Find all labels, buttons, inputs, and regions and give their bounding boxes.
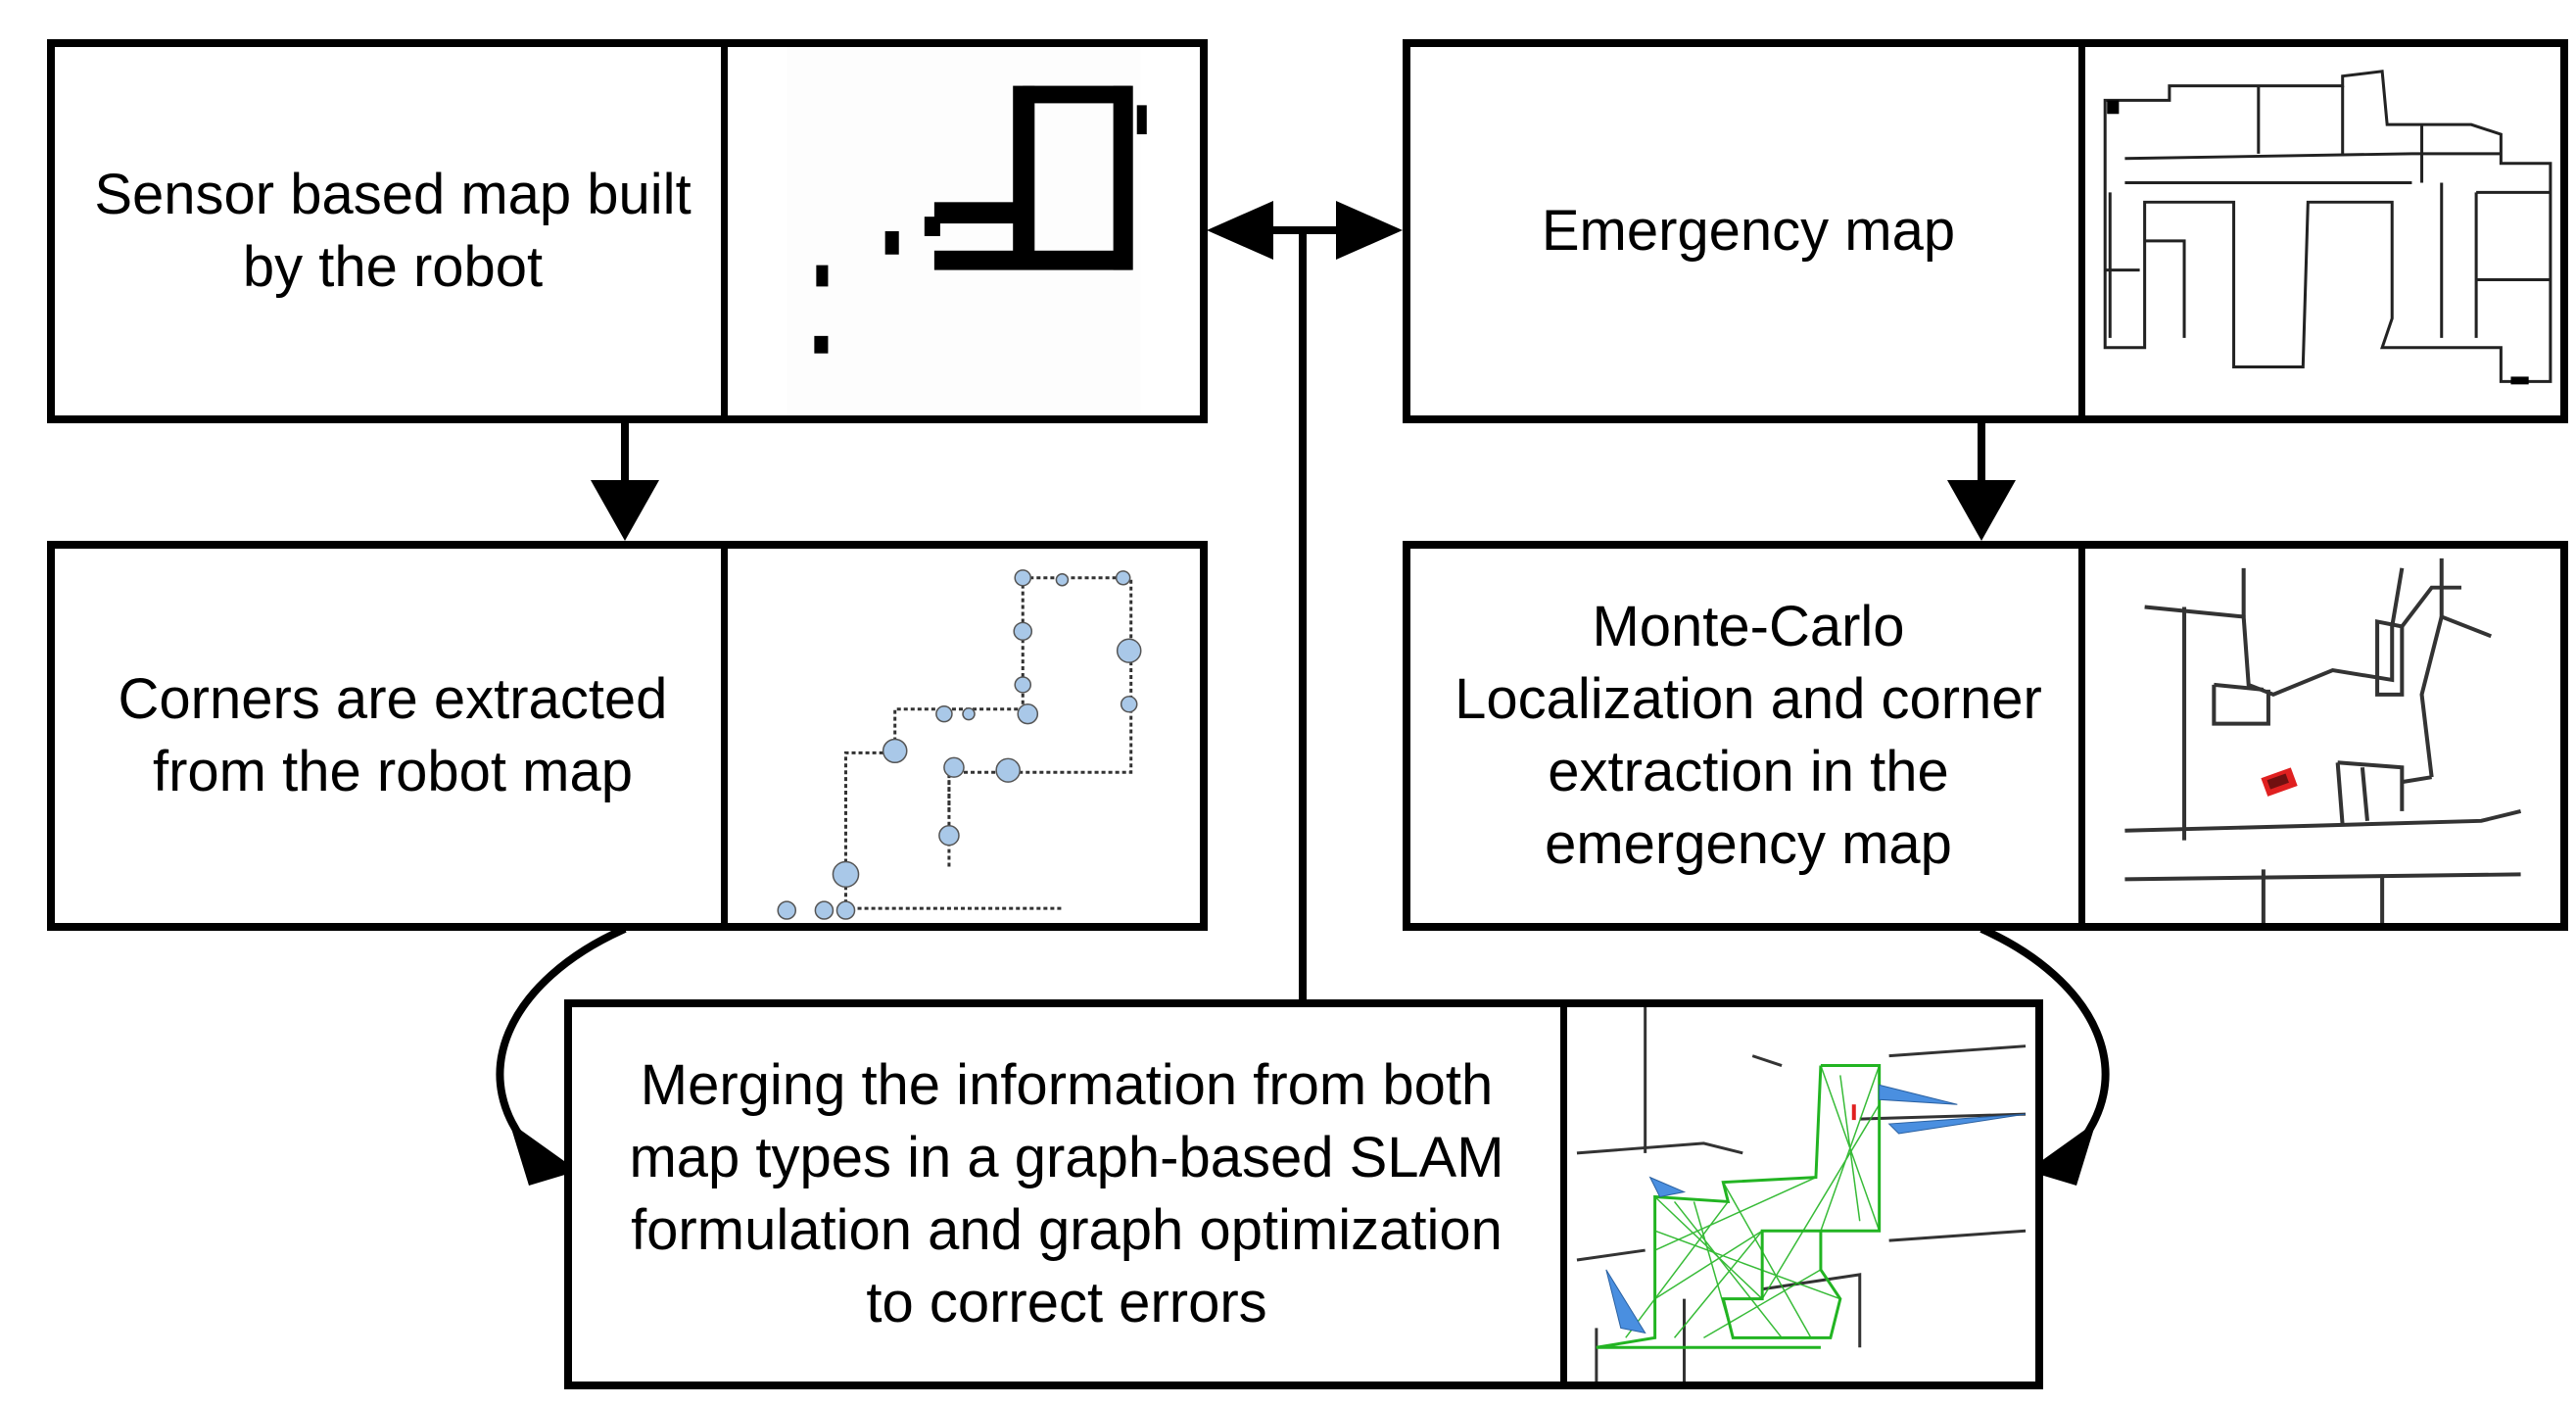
- box-corners-label: Corners are extracted from the robot map: [55, 549, 731, 923]
- label-line: to correct errors: [866, 1271, 1267, 1334]
- label-line: emergency map: [1545, 812, 1952, 876]
- arrow-emergency-to-montecarlo: [1947, 421, 2016, 541]
- label-line: Corners are extracted: [118, 667, 668, 731]
- box-sensor-map: Sensor based map built by the robot: [47, 39, 1208, 423]
- label-line: from the robot map: [152, 740, 633, 803]
- arrow-corners-to-merging: [496, 925, 627, 1186]
- label-line: Localization and corner: [1455, 667, 2042, 731]
- label-line: map types in a graph-based SLAM: [629, 1126, 1504, 1189]
- box-emergency-map: Emergency map: [1403, 39, 2568, 423]
- label-line: Merging the information from both: [640, 1053, 1494, 1117]
- box-corners: Corners are extracted from the robot map: [47, 541, 1208, 931]
- arrow-sensor-to-corners: [591, 421, 659, 541]
- label-line: Emergency map: [1541, 199, 1956, 263]
- emergency-map-image: [2078, 47, 2560, 415]
- label-line: by the robot: [242, 235, 544, 299]
- label-line: Sensor based map built: [94, 163, 692, 226]
- arrow-montecarlo-to-merging: [1980, 925, 2110, 1186]
- box-merging: Merging the information from both map ty…: [564, 999, 2043, 1389]
- label-line: formulation and graph optimization: [631, 1198, 1503, 1262]
- box-monte-carlo-label: Monte-Carlo Localization and corner extr…: [1410, 549, 2086, 923]
- box-sensor-map-label: Sensor based map built by the robot: [55, 47, 731, 415]
- sensor-map-image: [721, 47, 1200, 415]
- merged-graph-image: [1560, 1007, 2035, 1382]
- box-monte-carlo: Monte-Carlo Localization and corner extr…: [1403, 541, 2568, 931]
- box-emergency-map-label: Emergency map: [1410, 47, 2086, 415]
- monte-carlo-map-image: [2078, 549, 2560, 923]
- corners-map-image: [721, 549, 1200, 923]
- label-line: extraction in the: [1548, 740, 1949, 803]
- label-line: Monte-Carlo: [1592, 595, 1905, 658]
- box-merging-label: Merging the information from both map ty…: [572, 1007, 1561, 1382]
